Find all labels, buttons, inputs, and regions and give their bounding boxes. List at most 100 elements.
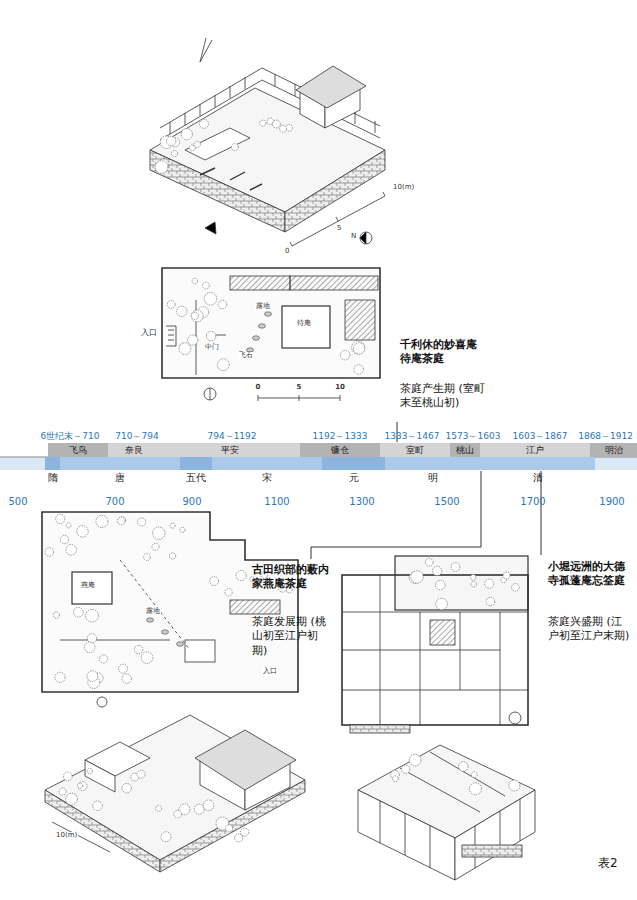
- tree-canopy: [45, 118, 520, 842]
- drawing-stroke: [120, 560, 190, 650]
- year-tick: 1300: [349, 495, 374, 508]
- drawing-stroke: [280, 125, 287, 132]
- drawing-stroke: [137, 770, 145, 778]
- drawing-stroke: [192, 278, 197, 283]
- dimension: 10(m): [55, 832, 78, 840]
- period-years: 1573～1603: [446, 431, 501, 443]
- era-name: 桃山: [450, 443, 480, 457]
- drawing-stroke: [286, 124, 293, 131]
- drawing-stroke: [235, 834, 243, 842]
- year-tick: 700: [105, 495, 124, 508]
- era-band: 镰仓: [300, 443, 380, 457]
- drawing-stroke: [185, 640, 215, 662]
- dimension: 0: [284, 248, 290, 256]
- drawing-stroke: [177, 642, 184, 646]
- drawing-stroke: [200, 38, 206, 62]
- drawing-stroke: [290, 276, 378, 290]
- drawing-stroke: [119, 664, 128, 673]
- drawing-stroke: [462, 845, 522, 857]
- drawing-stroke: [52, 822, 110, 852]
- drawing-stroke: [194, 141, 200, 147]
- dynasty-band: 五代: [180, 457, 212, 487]
- dynasty-name: 隋: [45, 470, 60, 485]
- drawing-stroke: [147, 618, 154, 622]
- drawing-stroke: [451, 563, 460, 572]
- drawing-stroke: [181, 129, 192, 140]
- period-note: 茶庭发展期 (桃山初至江户初期): [252, 615, 332, 658]
- drawing-stroke: [204, 292, 217, 305]
- drawing-stroke: [230, 276, 290, 290]
- dynasty-band: 宋: [212, 457, 322, 487]
- drawing-stroke: [156, 805, 162, 811]
- drawing-stroke: [170, 553, 176, 559]
- period-years: 1333～1467: [385, 431, 440, 443]
- plan-label: 燕庵: [80, 582, 96, 590]
- drawing-stroke: [150, 150, 285, 232]
- band-fill: [322, 457, 385, 470]
- drawing-stroke: [171, 151, 177, 157]
- drawing-stroke: [509, 780, 520, 791]
- isometric-view-1: [150, 38, 385, 234]
- drawing-stroke: [45, 790, 160, 872]
- north-mark: N: [350, 233, 357, 241]
- drawing-stroke: [400, 752, 505, 812]
- plan-view-1: [162, 268, 380, 378]
- dynasty-band: 元: [322, 457, 385, 487]
- era-name: 江户: [480, 443, 590, 457]
- drawing-stroke: [471, 582, 476, 587]
- drawing-stroke: [210, 388, 211, 400]
- era-band: 明治: [590, 443, 637, 457]
- drawing-stroke: [78, 783, 83, 788]
- drawing-stroke: [253, 336, 260, 340]
- era-band: 桃山: [450, 443, 480, 457]
- drawing-stroke: [66, 793, 78, 805]
- drawing-stroke: [166, 326, 176, 346]
- drawing-stroke: [409, 754, 421, 766]
- dynasty-name: 唐: [60, 470, 180, 485]
- drawing-stroke: [411, 571, 423, 583]
- drawing-stroke: [260, 120, 266, 126]
- drawing-stroke: [180, 527, 185, 532]
- drawing-stroke: [200, 40, 212, 62]
- drawing-stroke: [162, 630, 169, 634]
- drawing-stroke: [210, 577, 219, 586]
- drawing-stroke: [45, 715, 305, 860]
- drawing-stroke: [66, 545, 77, 556]
- plan-label: 入口: [262, 668, 278, 676]
- drawing-stroke: [265, 312, 272, 316]
- drawing-stroke: [96, 516, 108, 528]
- drawing-stroke: [241, 828, 249, 836]
- period-years: 794～1192: [207, 431, 256, 443]
- dimension: 5: [296, 384, 303, 392]
- dynasty-name: 宋: [212, 470, 322, 485]
- era-name: 飞鸟: [48, 443, 108, 457]
- drawing-stroke: [78, 782, 87, 791]
- drawing-stroke: [292, 196, 385, 246]
- drawing-stroke: [153, 527, 165, 539]
- drawing-stroke: [174, 810, 182, 818]
- dynasty-band: 唐: [60, 457, 180, 487]
- drawing-stroke: [395, 556, 528, 610]
- drawing-stroke: [471, 772, 477, 778]
- era-name: 平安: [160, 443, 300, 457]
- drawing-stroke: [185, 128, 250, 160]
- drawing-stroke: [87, 768, 92, 773]
- drawing-stroke: [258, 395, 340, 401]
- year-tick: 900: [182, 495, 201, 508]
- band-fill: [60, 457, 180, 470]
- drawing-stroke: [87, 671, 98, 682]
- drawing-stroke: [282, 306, 330, 348]
- garden-name: 古田织部的薮内家燕庵茶庭: [252, 563, 332, 592]
- drawing-stroke: [152, 543, 159, 550]
- drawing-stroke: [200, 119, 209, 128]
- drawing-stroke: [204, 388, 216, 400]
- drawing-stroke: [352, 341, 365, 354]
- drawing-stroke: [161, 832, 171, 842]
- drawing-stroke: [66, 523, 71, 528]
- plan-label: 飞石: [238, 352, 254, 360]
- drawing-stroke: [203, 800, 214, 811]
- plan-label: 露地: [255, 303, 271, 311]
- scale-bar: [290, 192, 385, 246]
- drawing-stroke: [225, 589, 232, 596]
- dynasty-band: 明: [385, 457, 480, 487]
